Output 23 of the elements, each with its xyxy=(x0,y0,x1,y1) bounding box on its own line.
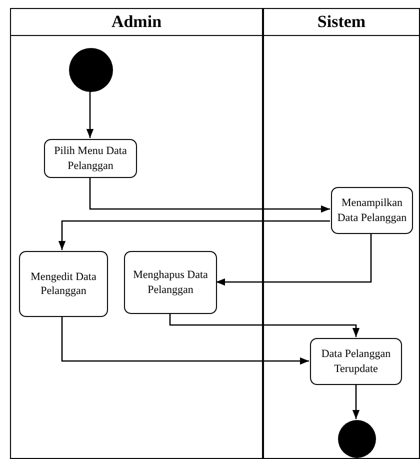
arrow xyxy=(89,177,330,213)
activity-box xyxy=(19,251,108,317)
lane-title: Sistem xyxy=(317,12,366,32)
activity-label: Menampilkan Data Pelanggan xyxy=(336,196,408,225)
activity-label: Pilih Menu Data Pelanggan xyxy=(53,144,128,173)
arrow xyxy=(352,384,360,419)
arrow xyxy=(58,220,330,250)
end-node xyxy=(338,420,376,458)
start-node xyxy=(69,48,113,92)
activity-box xyxy=(124,251,217,314)
activity-label: Menghapus Data Pelanggan xyxy=(132,268,209,297)
arrow xyxy=(216,233,372,286)
activity-box xyxy=(331,187,413,234)
activity-label: Data Pelanggan Terupdate xyxy=(320,347,392,376)
arrow xyxy=(61,316,309,365)
activity-label: Mengedit Data Pelanggan xyxy=(30,270,98,298)
activity-box xyxy=(44,139,137,178)
swimlane xyxy=(263,8,420,459)
activity-box xyxy=(310,338,402,385)
lane-title: Admin xyxy=(111,12,162,32)
arrow xyxy=(86,91,94,138)
arrow xyxy=(169,313,360,337)
swimlane xyxy=(10,8,263,459)
